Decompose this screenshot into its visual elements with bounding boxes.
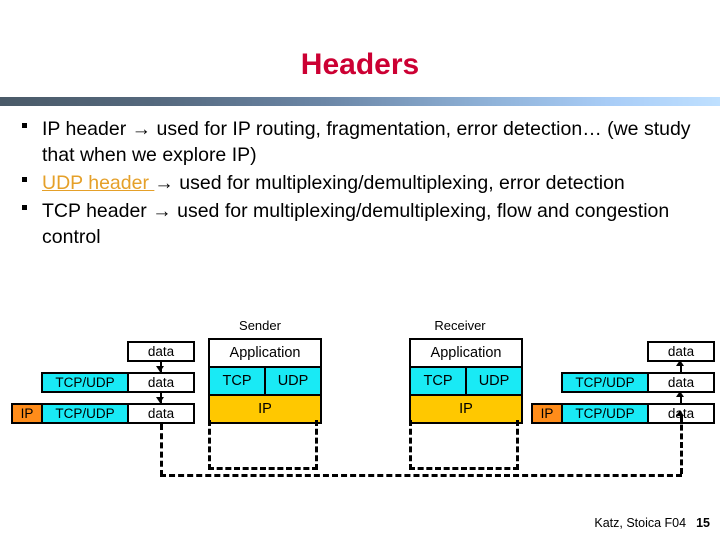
sender-link-layer-dashed-box (208, 420, 318, 470)
decap-arrow-line (680, 364, 682, 374)
receiver-cell-tcp: TCP (411, 368, 467, 394)
footer-attribution: Katz, Stoica F04 (594, 516, 687, 530)
bullet-highlight-udp-header: UDP header (42, 172, 155, 194)
encap-segment-ip: IP (11, 403, 43, 424)
decap-segment-tcp-udp: TCP/UDP (561, 403, 649, 424)
bullet-marker-icon (22, 123, 27, 128)
slide-footer: Katz, Stoica F04 15 (594, 516, 710, 530)
page-number: 15 (696, 516, 710, 530)
bullet-marker-icon (22, 177, 27, 182)
sender-cell-udp: UDP (266, 368, 320, 394)
network-path-receiver-rise (680, 416, 683, 474)
receiver-cell-ip: IP (411, 396, 521, 422)
sender-cell-ip: IP (210, 396, 320, 422)
decap-segment-ip: IP (531, 403, 563, 424)
sender-layer-application: Application (210, 340, 320, 368)
network-path-medium (160, 474, 682, 477)
bullet-text-post: used for multiplexing/demultiplexing, er… (173, 172, 625, 194)
bullet-marker-icon (22, 205, 27, 210)
encap-arrow-down-icon (156, 397, 164, 403)
decap-arrow-line (680, 395, 682, 405)
decap-segment-data: data (647, 341, 715, 362)
receiver-cell-application: Application (411, 340, 521, 366)
sender-cell-application: Application (210, 340, 320, 366)
decap-arrow-up-icon (676, 360, 684, 366)
list-item: IP header → used for IP routing, fragmen… (12, 116, 712, 168)
decap-segment-tcp-udp: TCP/UDP (561, 372, 649, 393)
network-path-arrow-up-icon (676, 410, 684, 416)
bullet-arrow-glyph: → (152, 200, 172, 222)
receiver-stack-label: Receiver (434, 318, 486, 333)
encap-segment-tcp-udp: TCP/UDP (41, 372, 129, 393)
receiver-link-layer-dashed-box (409, 420, 519, 470)
list-item: UDP header → used for multiplexing/demul… (12, 170, 712, 196)
encap-row-ip: IP TCP/UDP data (11, 403, 195, 424)
list-item: TCP header → used for multiplexing/demul… (12, 198, 712, 250)
decap-arrow-up-icon (676, 391, 684, 397)
decap-row-data: data (647, 341, 715, 362)
encapsulation-diagram: Sender Application TCP UDP IP Receiver A… (0, 306, 720, 496)
title-divider-rule (0, 97, 720, 106)
network-path-sender-drop (160, 424, 163, 476)
receiver-layer-application: Application (411, 340, 521, 368)
sender-cell-tcp: TCP (210, 368, 266, 394)
bullet-text-post: used for IP routing, fragmentation, erro… (42, 118, 691, 166)
receiver-layer-transport: TCP UDP (411, 368, 521, 396)
encap-segment-data: data (127, 403, 195, 424)
encap-segment-data: data (127, 372, 195, 393)
decap-row-transport: TCP/UDP data (561, 372, 715, 393)
encap-segment-tcp-udp: TCP/UDP (41, 403, 129, 424)
decap-row-ip: IP TCP/UDP data (531, 403, 715, 424)
sender-protocol-stack: Application TCP UDP IP (208, 338, 322, 424)
encap-arrow-down-icon (156, 366, 164, 372)
sender-layer-transport: TCP UDP (210, 368, 320, 396)
encap-row-data: data (127, 341, 195, 362)
bullet-list: IP header → used for IP routing, fragmen… (12, 116, 712, 252)
bullet-arrow-glyph: → (131, 118, 152, 140)
bullet-text-pre: TCP header (42, 200, 153, 222)
bullet-text-pre: IP header (42, 118, 132, 140)
sender-stack-label: Sender (239, 318, 281, 333)
bullet-text-post: used for multiplexing/demultiplexing, fl… (42, 200, 670, 248)
page-title: Headers (300, 48, 420, 81)
receiver-layer-ip: IP (411, 396, 521, 422)
sender-layer-ip: IP (210, 396, 320, 422)
encap-segment-data: data (127, 341, 195, 362)
receiver-cell-udp: UDP (467, 368, 521, 394)
receiver-protocol-stack: Application TCP UDP IP (409, 338, 523, 424)
encap-row-transport: TCP/UDP data (41, 372, 195, 393)
bullet-arrow-glyph: → (154, 172, 174, 194)
decap-segment-data: data (647, 372, 715, 393)
